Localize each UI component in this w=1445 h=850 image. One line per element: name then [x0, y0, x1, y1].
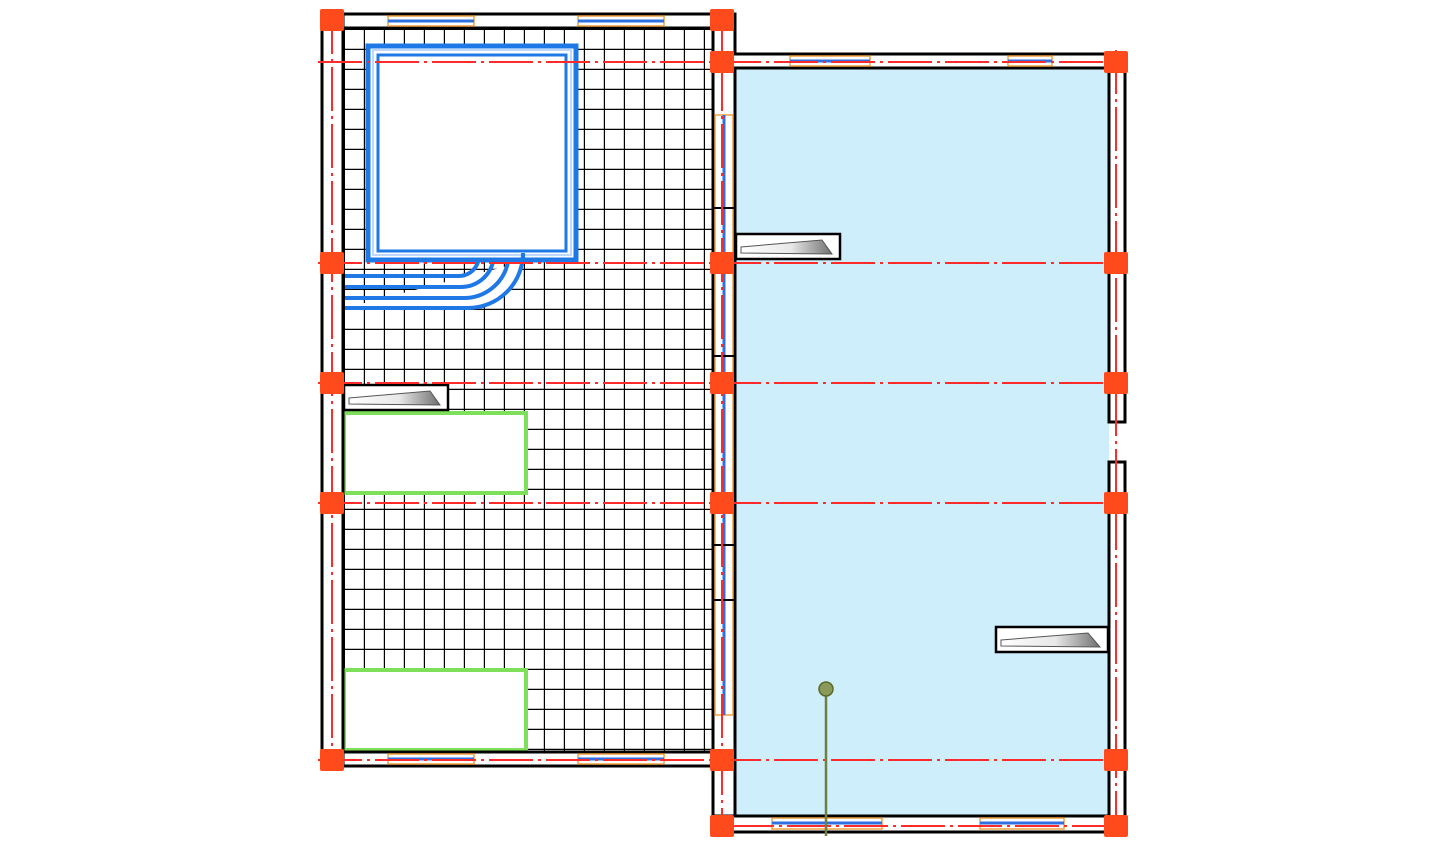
glazed-partition-middle — [713, 114, 735, 716]
structural-columns — [320, 9, 1128, 837]
column-7 — [1104, 252, 1128, 274]
column-14 — [320, 749, 344, 771]
lamp-post — [818, 681, 834, 836]
swimming-pool — [365, 43, 579, 263]
bench-room-top — [734, 232, 842, 261]
planter-lower — [342, 668, 528, 752]
pool-steps — [345, 252, 525, 310]
planter-upper — [342, 411, 528, 495]
column-10 — [1104, 372, 1128, 394]
column-4 — [1104, 51, 1128, 73]
column-13 — [1104, 492, 1128, 514]
column-11 — [320, 492, 344, 514]
column-3 — [710, 51, 734, 73]
column-5 — [320, 252, 344, 274]
column-6 — [710, 252, 734, 274]
window-north-1 — [387, 15, 475, 27]
column-8 — [320, 372, 344, 394]
column-17 — [710, 815, 734, 837]
column-16 — [1104, 749, 1128, 771]
column-9 — [710, 372, 734, 394]
column-15 — [710, 749, 734, 771]
column-18 — [1104, 815, 1128, 837]
indoor-room — [735, 68, 1109, 816]
column-1 — [320, 9, 344, 31]
window-room-south-2 — [979, 817, 1065, 830]
column-2 — [710, 9, 734, 31]
column-12 — [710, 492, 734, 514]
bench-terrace — [342, 383, 450, 412]
window-north-2 — [577, 15, 665, 27]
bench-room-bottom — [994, 625, 1110, 654]
